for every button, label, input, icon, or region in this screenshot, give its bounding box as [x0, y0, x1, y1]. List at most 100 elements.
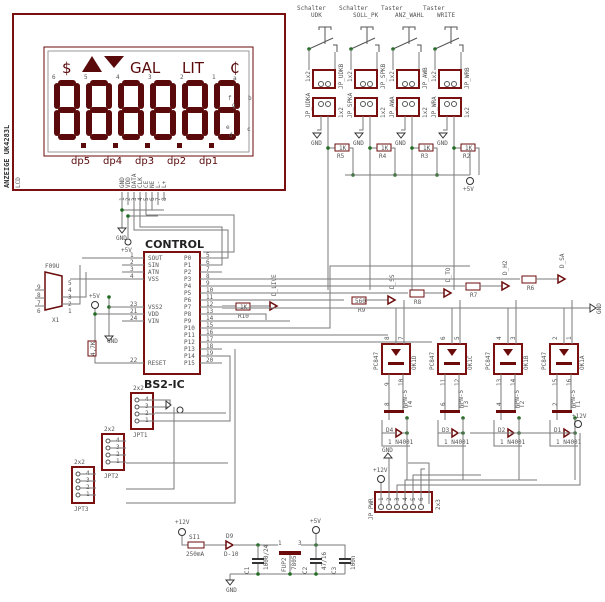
reg-value: 7805: [291, 555, 298, 570]
jpt-body: [71, 466, 95, 504]
diode-ref: D3: [442, 427, 450, 434]
wire: [222, 313, 267, 320]
lcd-digit: [54, 80, 86, 148]
gnd-label: GND: [437, 140, 448, 147]
capacitor-c2: [310, 558, 322, 560]
pwr-pin: [394, 504, 400, 510]
ic-pin-number: 18: [206, 343, 214, 350]
jumper-pin: [444, 81, 450, 87]
jumper-pin: [451, 101, 457, 107]
pwr-pin: [378, 504, 384, 510]
junction-dot: [410, 146, 414, 150]
wire: [434, 37, 460, 50]
wire: [308, 37, 334, 50]
ic-pin-number: 2: [130, 259, 134, 266]
wire: [333, 44, 338, 52]
transistor-pin: 4: [496, 402, 503, 406]
ic-pin-number: 22: [130, 357, 138, 364]
segment-c: [170, 110, 176, 136]
resistor-value: 1K: [423, 145, 431, 152]
serial-connector: [44, 271, 63, 311]
cap-value: 100n: [350, 555, 357, 570]
ic-pin-number: 7: [206, 266, 210, 273]
jumper-size: 1x2: [380, 107, 387, 118]
segment-e: [182, 110, 188, 136]
decimal-point: [113, 143, 118, 148]
opto-pin: 2: [552, 336, 559, 340]
wire: [126, 349, 236, 504]
segment-e: [118, 110, 124, 136]
gnd-symbol: [589, 303, 597, 313]
opto-led-icon: [391, 349, 401, 356]
opto-led-icon: [447, 349, 457, 356]
opto-pin: 4: [496, 336, 503, 340]
opto-pin: 6: [440, 336, 447, 340]
wire: [349, 147, 354, 175]
gnd-label: GND: [353, 140, 364, 147]
jumper-pin: [367, 81, 373, 87]
lcd-pin-name: VDD: [125, 177, 132, 188]
vcc-12v-symbol: [377, 475, 385, 483]
ic-pin-number: 3: [130, 266, 134, 273]
ic-pin-number: 6: [206, 259, 210, 266]
led-resistor: [521, 275, 537, 284]
junction-dot: [288, 572, 292, 576]
segment-a: [218, 80, 236, 86]
segment-f: [150, 83, 156, 109]
pwr-pin: [402, 504, 408, 510]
ic-pin-name: VDD: [148, 311, 159, 318]
ic-pin-number: 23: [130, 301, 138, 308]
led-icon: [557, 273, 567, 285]
wire: [396, 433, 581, 504]
switch-type: Schalter: [339, 5, 368, 12]
jumper-a-name: JP_AWA: [389, 96, 396, 118]
ic-pin-number: 15: [206, 322, 214, 329]
vcc-5v-symbol: [312, 526, 320, 534]
resistor-value: 1K: [381, 145, 389, 152]
segment-a: [186, 80, 204, 86]
diode-ref: D2: [498, 427, 506, 434]
vcc-5v-symbol: [466, 177, 474, 185]
segment-label-c: c: [247, 126, 251, 133]
vcc-5v-label: +5V: [310, 518, 321, 525]
jumper-b-name: JP_WRB: [464, 67, 471, 89]
jpt-ref: JPT3: [74, 506, 89, 513]
wire: [155, 399, 171, 405]
opto-transistor: [444, 362, 460, 365]
vcc-12v-label: +12V: [175, 519, 190, 526]
resistor-ref: R7: [470, 292, 478, 299]
decimal-point: [177, 143, 182, 148]
serial-pin: 6: [37, 308, 41, 315]
lcd-pin-name: CE: [143, 180, 150, 188]
wire: [459, 44, 464, 52]
gnd-symbol: [395, 132, 407, 139]
ic-pin-name: ATN: [148, 269, 159, 276]
wire: [420, 468, 425, 504]
svg-text:GND: GND: [107, 338, 118, 345]
svg-text:2x3: 2x3: [435, 499, 442, 510]
ic-pin-name: P7: [184, 304, 192, 311]
voltage-regulator: [279, 551, 301, 555]
junction-dot: [368, 146, 372, 150]
transistor: [552, 410, 572, 413]
wire: [404, 479, 537, 504]
ic-pin-number: 8: [206, 273, 210, 280]
opto-type: PC847: [373, 352, 380, 370]
segment-e: [86, 110, 92, 136]
wire: [222, 265, 470, 329]
diode-ref: D4: [386, 427, 394, 434]
jumper-a: [354, 97, 378, 117]
resistor-ref: R10: [238, 313, 249, 320]
opto-pin: 7: [398, 336, 405, 340]
transistor-pin: 2: [552, 402, 559, 406]
transistor-type: NPN-5: [458, 390, 465, 408]
ic-pin-number: 9: [206, 280, 210, 287]
jumper-pin: [367, 101, 373, 107]
segment-g: [122, 107, 140, 113]
ic-pin-number: 17: [206, 336, 214, 343]
svg-text:JP_PWR: JP_PWR: [368, 498, 375, 520]
fuse-value: 250mA: [186, 551, 204, 558]
segment-c: [138, 110, 144, 136]
wire: [493, 420, 522, 447]
